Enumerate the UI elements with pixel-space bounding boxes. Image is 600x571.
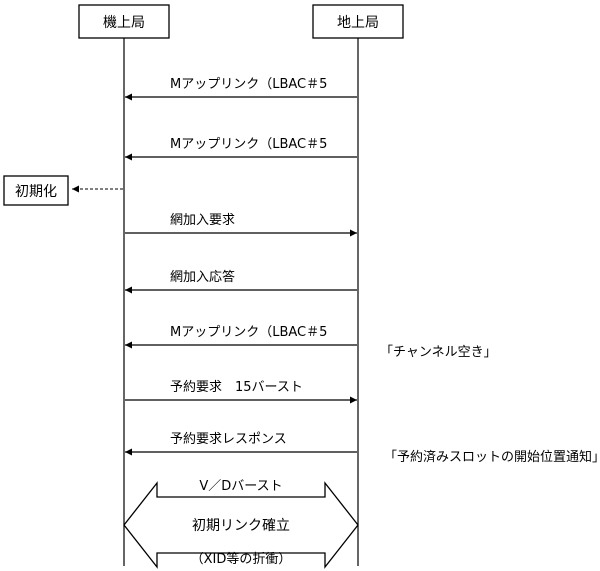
initialization-label: 初期化 (15, 183, 57, 200)
message-arrows: Mアップリンク（LBAC＃5Mアップリンク（LBAC＃5網加入要求網加入応答Mア… (125, 77, 357, 456)
message-label-7: 予約要求レスポンス (170, 432, 287, 447)
aircraft-station-box (78, 4, 170, 39)
message-label-3: 網加入要求 (170, 213, 235, 228)
xid-negotiation-label: （XID等の折衝） (191, 551, 292, 567)
message-label-2: Mアップリンク（LBAC＃5 (170, 137, 327, 152)
ground-station-box (312, 4, 404, 39)
initialization-box (3, 175, 69, 206)
reserved-slot-note: 「予約済みスロットの開始位置通知」 (384, 450, 600, 465)
vd-burst-label: V／Dバースト (199, 479, 282, 494)
initial-link-block (123, 481, 359, 569)
message-label-5: Mアップリンク（LBAC＃5 (170, 325, 327, 340)
ground-station-label: 地上局 (337, 15, 379, 31)
aircraft-station-label: 機上局 (103, 15, 145, 31)
message-label-4: 網加入応答 (170, 269, 235, 285)
initial-link-label: 初期リンク確立 (192, 517, 290, 534)
message-label-1: Mアップリンク（LBAC＃5 (170, 77, 327, 92)
message-label-6: 予約要求 15バースト (170, 380, 303, 395)
channel-free-note: 「チャンネル空き」 (380, 345, 497, 360)
